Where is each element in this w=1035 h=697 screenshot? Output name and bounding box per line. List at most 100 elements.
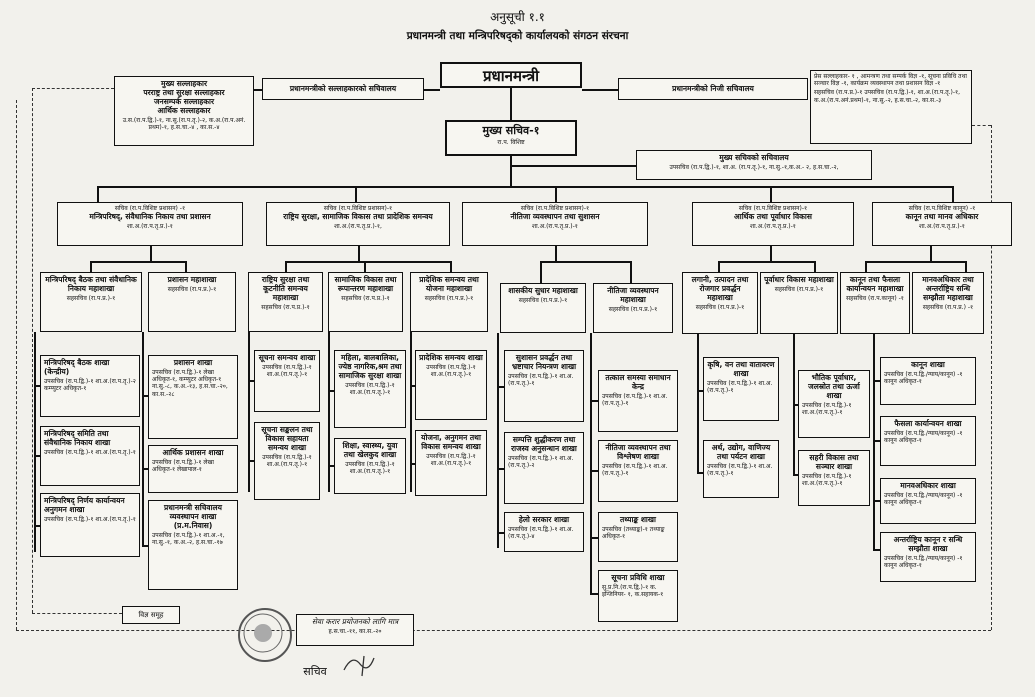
service-contract-box: सेवा करार प्रयोजनको लागि मात्र ह.स.चा.-१…: [296, 614, 414, 646]
branch-6: प्रधानमन्त्री सचिवालय व्यवस्थापन शाखा (प…: [148, 500, 238, 590]
advisors-line-1: परराष्ट्र तथा सुरक्षा सल्लाहकार: [143, 88, 225, 97]
branch-25-title: फैसला कार्यान्वयन शाखा: [894, 419, 962, 428]
division-1: सचिव (रा.प.विशिष्ट प्रशासन) -१ मन्त्रिपर…: [57, 202, 243, 246]
branch-12-title: योजना, अनुगमन तथा विकास समन्वय शाखा: [421, 433, 481, 451]
branch-10: शिक्षा, स्वास्थ्य, युवा तथा खेलकुद शाखा …: [334, 438, 406, 494]
branch-16-staff: उपसचिव (रा.प.द्वि.)-१ शा.अ.(रा.प.तृ.)-१: [602, 393, 668, 408]
advisors-line-2: जनसम्पर्क सल्लाहकार: [153, 97, 215, 106]
section-3-staff: सहसचिव (रा.प.प्र.)-१: [261, 304, 310, 311]
service-contract-counts: ह.स.चा.-११, का.स.-२०: [328, 628, 382, 635]
prime-minister-box: प्रधानमन्त्री: [440, 62, 582, 88]
branch-24-title: कानून शाखा: [911, 360, 945, 369]
branch-14: सम्पत्ति शुद्धीकरण तथा राजस्व अनुसन्धान …: [504, 432, 584, 504]
branch-19-staff: सु.प्र.नि.(रा.प.द्वि.)-१ क. इन्जिनियर- १…: [602, 584, 664, 599]
section-8: लगानी, उत्पादन तथा रोजगार प्रवर्द्धन महा…: [682, 272, 758, 334]
section-7-staff: सहसचिव (रा.प.प्र.)-१: [608, 306, 658, 313]
division-4-secretary: सचिव (रा.प.विशिष्ट प्रशासन)-१: [738, 205, 808, 212]
branch-1-title: मन्त्रिपरिषद् बैठक शाखा (केन्द्रीय): [44, 358, 110, 376]
branch-10-staff: उपसचिव (रा.प.द्वि.)-१ शा.अ.(रा.प.तृ.)-१: [345, 461, 395, 476]
branch-23-title: सहरी विकास तथा सञ्चार शाखा: [809, 453, 859, 471]
section-6: शासकीय सुधार महाशाखा सहसचिव (रा.प.प्र.)-…: [500, 283, 586, 333]
branch-4-staff: उपसचिव (रा.प.द्वि.)-१ लेखा अधिकृत-१, कम्…: [152, 369, 228, 398]
section-3-title: राष्ट्रिय सुरक्षा तथा कूटनीति समन्वय महा…: [261, 275, 310, 302]
advisors-line-3: आर्थिक सल्लाहकार: [157, 106, 211, 115]
division-1-secretary: सचिव (रा.प.विशिष्ट प्रशासन) -१: [114, 205, 186, 212]
division-4: सचिव (रा.प.विशिष्ट प्रशासन)-१ आर्थिक तथा…: [692, 202, 854, 246]
branch-11: प्रादेशिक समन्वय शाखा उपसचिव (रा.प.द्वि.…: [415, 350, 487, 420]
branch-27: अन्तर्राष्ट्रिय कानून र सन्धि सम्झौता शा…: [880, 532, 976, 582]
section-1-staff: सहसचिव (रा.प.प्र.)-१: [66, 295, 116, 302]
section-1-title: मन्त्रिपरिषद् बैठक तथा संवैधानिक निकाय म…: [45, 275, 137, 293]
branch-3-staff: उपसचिव (रा.प.द्वि.)-१ शा.अ.(रा.प.तृ.)-१: [44, 516, 136, 523]
chief-secretary-title: मुख्य सचिव-१: [482, 124, 540, 137]
section-8-staff: सहसचिव (रा.प.प्र.)-१: [695, 304, 745, 311]
section-10-title: कानून तथा फैसला कार्यान्वयन महाशाखा: [846, 275, 904, 293]
chief-secretary-sub: रा.प. विशिष्ट: [497, 139, 525, 147]
section-6-staff: सहसचिव (रा.प.प्र.)-१: [518, 297, 568, 304]
branch-22-title: भौतिक पूर्वाधार, जलस्रोत तथा ऊर्जा शाखा: [808, 373, 860, 400]
private-secretariat-box: प्रधानमन्त्रीको निजी सचिवालय: [618, 78, 808, 100]
branch-17-title: नीतिजा व्यवस्थापन तथा विश्लेषण शाखा: [605, 443, 671, 461]
branch-20-staff: उपसचिव (रा.प.द्वि.)-१ शा.अ.(रा.प.तृ.)-१: [707, 380, 773, 395]
division-4-title: आर्थिक तथा पूर्वाधार विकास: [734, 212, 812, 222]
branch-1-staff: उपसचिव (रा.प.द्वि.)-१ शा.अ.(रा.प.तृ.)-२ …: [44, 378, 136, 393]
advisors-staff: उ.स.(रा.प.द्वि.)-१, ना.सु.(रा.प.तृ.)-२, …: [122, 117, 246, 132]
branch-7-staff: उपसचिव (रा.प.द्वि.)-१ शा.अ.(रा.प.तृ.)-१: [262, 364, 312, 379]
branch-6-staff: उपसचिव (रा.प.द्वि.)-१ शा.अ.-१, ना.सु.-१,…: [152, 532, 225, 547]
branch-14-title: सम्पत्ति शुद्धीकरण तथा राजस्व अनुसन्धान …: [511, 435, 577, 453]
branch-20: कृषि, वन तथा वातावरण शाखा उपसचिव (रा.प.द…: [703, 357, 779, 421]
cs-secretariat-staff: उपसचिव (रा.प.द्वि.)-१, शा.अ. (रा.प.तृ.)-…: [669, 164, 839, 171]
branch-6-title: प्रधानमन्त्री सचिवालय व्यवस्थापन शाखा (प…: [164, 503, 222, 530]
branch-17: नीतिजा व्यवस्थापन तथा विश्लेषण शाखा उपसच…: [598, 440, 678, 502]
branch-21: अर्थ, उद्योग, वाणिज्य तथा पर्यटन शाखा उप…: [703, 440, 779, 498]
division-2-title: राष्ट्रिय सुरक्षा, सामाजिक विकास तथा प्र…: [283, 212, 433, 222]
branch-25: फैसला कार्यान्वयन शाखा उपसचिव (रा.प.द्वि…: [880, 416, 976, 466]
advisors-box: मुख्य सल्लाहकार परराष्ट्र तथा सुरक्षा सल…: [114, 76, 254, 146]
branch-1: मन्त्रिपरिषद् बैठक शाखा (केन्द्रीय) उपसच…: [40, 355, 140, 417]
branch-21-staff: उपसचिव (रा.प.द्वि.)-१ शा.अ.(रा.प.तृ.)-१: [707, 463, 773, 478]
branch-11-staff: उपसचिव (रा.प.द्वि.)-१ शा.अ.(रा.प.तृ.)-१: [426, 364, 476, 379]
section-7-title: नीतिजा व्यवस्थापन महाशाखा: [607, 286, 659, 304]
branch-13: सुशासन प्रवर्द्धन तथा भ्रष्टाचार नियन्त्…: [504, 350, 584, 422]
branch-8-staff: उपसचिव (रा.प.द्वि.)-१ शा.अ.(रा.प.तृ.)-१: [262, 454, 312, 469]
branch-27-title: अन्तर्राष्ट्रिय कानून र सन्धि सम्झौता शा…: [893, 535, 963, 553]
branch-9-title: महिला, बालबालिका, ज्येष्ठ नागरिक,श्रम तथ…: [338, 353, 402, 380]
section-8-title: लगानी, उत्पादन तथा रोजगार प्रवर्द्धन महा…: [691, 275, 749, 302]
branch-11-title: प्रादेशिक समन्वय शाखा: [419, 353, 483, 362]
branch-26-title: मानवअधिकार शाखा: [900, 481, 956, 490]
branch-2-title: मन्त्रिपरिषद् समिति तथा संवैधानिक निकाय …: [44, 429, 111, 447]
branch-5-title: आर्थिक प्रशासन शाखा: [162, 448, 224, 457]
branch-18-staff: उपसचिव (तथ्याङ्क)-१ तथ्याङ्क अधिकृत-१: [602, 526, 665, 541]
section-3: राष्ट्रिय सुरक्षा तथा कूटनीति समन्वय महा…: [248, 272, 323, 332]
branch-24: कानून शाखा उपसचिव (रा.प.द्वि./न्याय/कानू…: [880, 357, 976, 405]
advisors-title: मुख्य सल्लाहकार: [160, 79, 208, 88]
branch-4-title: प्रशासन शाखा: [173, 358, 213, 367]
section-9-title: पूर्वाधार विकास महाशाखा: [764, 275, 834, 284]
division-1-title: मन्त्रिपरिषद्, संवैधानिक निकाय तथा प्रशा…: [89, 212, 211, 222]
branch-3-title: मन्त्रिपरिषद् निर्णय कार्यान्वयन अनुगमन …: [44, 496, 125, 514]
cs-secretariat-box: मुख्य सचिवको सचिवालय उपसचिव (रा.प.द्वि.)…: [636, 150, 872, 180]
section-11: मानवअधिकार तथा अन्तर्राष्ट्रिय सन्धि सम्…: [912, 272, 984, 334]
office-seal-stamp: [238, 608, 292, 662]
branch-9: महिला, बालबालिका, ज्येष्ठ नागरिक,श्रम तथ…: [334, 350, 406, 428]
branch-23: सहरी विकास तथा सञ्चार शाखा उपसचिव (रा.प.…: [798, 450, 870, 506]
section-1: मन्त्रिपरिषद् बैठक तथा संवैधानिक निकाय म…: [40, 272, 142, 332]
branch-19-title: सूचना प्रविधि शाखा: [611, 573, 665, 582]
branch-12-staff: उपसचिव (रा.प.द्वि.)-१ शा.अ.(रा.प.तृ.)-१: [426, 453, 476, 468]
branch-20-title: कृषि, वन तथा वातावरण शाखा: [707, 360, 775, 378]
branch-15: हेलो सरकार शाखा उपसचिव (रा.प.द्वि.)-१ शा…: [504, 512, 584, 552]
division-3: सचिव (रा.प.विशिष्ट प्रशासन)-१ नीतिजा व्य…: [462, 202, 648, 246]
section-2-staff: सहसचिव (रा.प.प्र.)-१: [167, 286, 217, 293]
division-1-staff: शा.अ.(रा.प.तृ.प्र.)-१: [127, 223, 173, 231]
branch-10-title: शिक्षा, स्वास्थ्य, युवा तथा खेलकुद शाखा: [342, 441, 398, 459]
branch-22-staff: उपसचिव (रा.प.द्वि.)-१ शा.अ.(रा.प.तृ.)-१: [802, 402, 852, 417]
branch-15-title: हेलो सरकार शाखा: [518, 515, 570, 524]
section-4-staff: सहसचिव (रा.प.प्र.)-१: [341, 295, 390, 302]
section-4-title: सामाजिक विकास तथा रूपान्तरण महाशाखा: [334, 275, 397, 293]
branch-13-staff: उपसचिव (रा.प.द्वि.)-१ शा.अ.(रा.प.तृ.)-१: [508, 373, 574, 388]
branch-22: भौतिक पूर्वाधार, जलस्रोत तथा ऊर्जा शाखा …: [798, 370, 870, 438]
chart-title: प्रधानमन्त्री तथा मन्त्रिपरिषद्को कार्या…: [406, 30, 629, 42]
service-contract-note: सेवा करार प्रयोजनको लागि मात्र: [311, 617, 399, 626]
division-4-staff: शा.अ.(रा.प.तृ.प्र.)-१: [750, 223, 796, 231]
division-5: सचिव (रा.प.विशिष्ट कानून) -१ कानून तथा म…: [872, 202, 1012, 246]
